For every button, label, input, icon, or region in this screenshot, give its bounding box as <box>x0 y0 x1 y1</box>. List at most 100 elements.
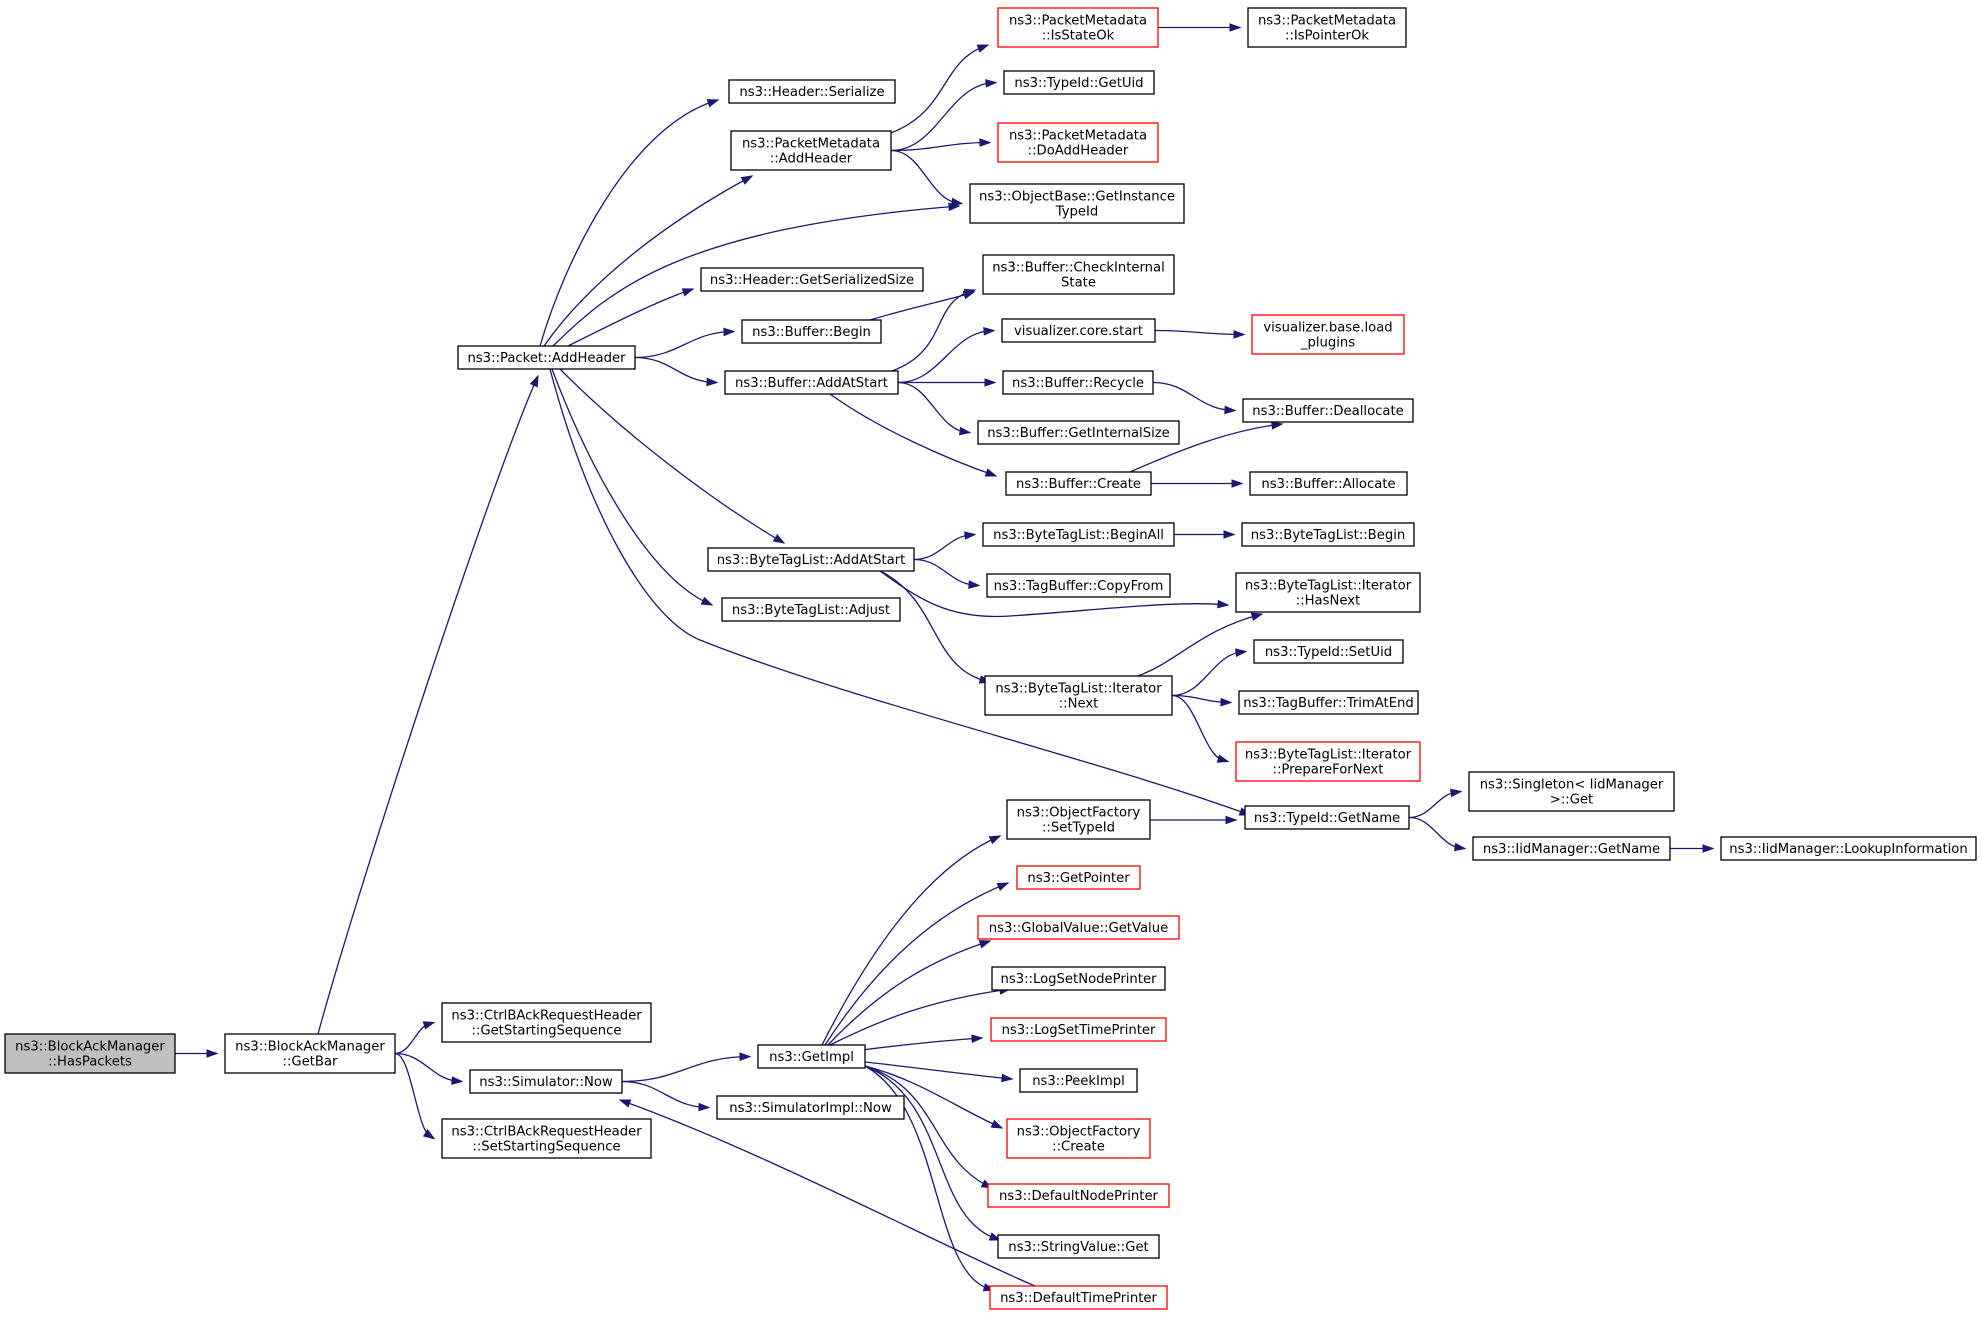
function-node[interactable]: ns3::Buffer::Allocate <box>1249 471 1408 496</box>
function-node[interactable]: ns3::Simulator::Now <box>469 1069 623 1094</box>
node-label: ::AddHeader <box>770 152 853 167</box>
function-node[interactable]: ns3::TypeId::GetUid <box>1003 70 1155 95</box>
node-label: ns3::ByteTagList::Begin <box>1251 528 1405 543</box>
function-node[interactable]: ns3::TagBuffer::TrimAtEnd <box>1238 690 1419 715</box>
node-box <box>700 267 924 292</box>
function-node[interactable]: ns3::Buffer::GetInternalSize <box>977 420 1180 445</box>
function-node[interactable]: ns3::ByteTagList::Adjust <box>721 597 901 622</box>
function-node[interactable]: ns3::GetImpl <box>757 1044 866 1069</box>
function-node[interactable]: ns3::GlobalValue::GetValue <box>977 915 1180 940</box>
edge-line <box>890 141 991 152</box>
edge-arrowhead <box>964 531 977 540</box>
function-node[interactable]: ns3::CtrlBAckRequestHeader::SetStartingS… <box>441 1118 652 1159</box>
function-node[interactable]: ns3::Packet::AddHeader <box>457 345 636 370</box>
edge-arrowhead <box>950 197 964 207</box>
function-node[interactable]: ns3::Buffer::Recycle <box>1002 370 1154 395</box>
function-node[interactable]: ns3::TypeId::GetName <box>1244 805 1410 830</box>
call-edge <box>1137 612 1264 677</box>
edge-line <box>1154 329 1245 336</box>
node-box <box>1019 1068 1138 1093</box>
function-node[interactable]: ns3::LogSetTimePrinter <box>990 1017 1167 1042</box>
node-label: ::DoAddHeader <box>1028 144 1129 159</box>
function-node[interactable]: ns3::PacketMetadata::AddHeader <box>730 130 892 171</box>
function-node[interactable]: ns3::ByteTagList::Iterator::Next <box>984 675 1173 716</box>
edge-line <box>829 988 1011 1046</box>
call-edge <box>1670 844 1715 853</box>
function-node[interactable]: ns3::TagBuffer::CopyFrom <box>986 573 1171 598</box>
function-node[interactable]: visualizer.core.start <box>1001 318 1156 343</box>
edge-arrowhead <box>1220 697 1233 707</box>
call-edge <box>1171 694 1230 763</box>
node-box <box>1468 771 1675 812</box>
edge-line <box>1137 613 1263 677</box>
function-node[interactable]: ns3::CtrlBAckRequestHeader::GetStartingS… <box>441 1002 652 1043</box>
node-box <box>721 597 901 622</box>
call-edge <box>913 558 981 589</box>
call-edge <box>869 291 976 321</box>
node-label: visualizer.base.load <box>1263 321 1392 336</box>
edge-arrowhead <box>996 882 1010 891</box>
function-node[interactable]: ns3::LogSetNodePrinter <box>991 966 1166 991</box>
function-node[interactable]: ns3::ByteTagList::AddAtStart <box>707 547 915 572</box>
edge-line <box>879 570 991 683</box>
node-label: ns3::ObjectFactory <box>1017 1125 1141 1140</box>
node-box <box>1247 7 1407 48</box>
call-edge <box>394 1052 464 1085</box>
node-box <box>982 254 1175 295</box>
call-edge <box>567 288 695 347</box>
function-node[interactable]: ns3::Buffer::Create <box>1005 471 1152 496</box>
function-node[interactable]: ns3::DefaultTimePrinter <box>989 1285 1168 1310</box>
node-label: ns3::CtrlBAckRequestHeader <box>451 1009 642 1024</box>
function-node[interactable]: ns3::ByteTagList::Iterator::PrepareForNe… <box>1235 741 1421 782</box>
function-node[interactable]: ns3::ByteTagList::Begin <box>1241 522 1415 547</box>
function-node[interactable]: visualizer.base.load_plugins <box>1251 314 1405 355</box>
call-edge <box>394 1021 436 1055</box>
node-box <box>1235 741 1421 782</box>
function-node[interactable]: ns3::PacketMetadata::DoAddHeader <box>997 122 1159 163</box>
node-label: ns3::Buffer::CheckInternal <box>992 261 1165 276</box>
call-edge <box>890 44 990 134</box>
edge-line <box>864 1065 995 1291</box>
function-node[interactable]: ns3::IidManager::LookupInformation <box>1720 836 1977 861</box>
call-edge <box>618 1099 1036 1287</box>
function-node[interactable]: ns3::PacketMetadata::IsPointerOk <box>1247 7 1407 48</box>
function-node[interactable]: ns3::BlockAckManager::HasPackets <box>4 1033 176 1074</box>
node-label: ::IsStateOk <box>1042 29 1115 44</box>
node-label: ::GetStartingSequence <box>471 1024 621 1039</box>
function-node[interactable]: ns3::ObjectFactory::SetTypeId <box>1006 799 1151 840</box>
node-label: ns3::GetPointer <box>1027 871 1130 886</box>
edge-arrowhead <box>706 99 720 108</box>
function-node[interactable]: ns3::Singleton< IidManager >::Get <box>1468 771 1675 812</box>
function-node[interactable]: ns3::PacketMetadata::IsStateOk <box>997 7 1159 48</box>
function-node[interactable]: ns3::GetPointer <box>1016 865 1141 890</box>
node-label: ns3::Buffer::Allocate <box>1261 477 1395 492</box>
function-node[interactable]: ns3::Buffer::AddAtStart <box>724 370 899 395</box>
function-node[interactable]: ns3::ByteTagList::Iterator::HasNext <box>1235 572 1421 613</box>
function-node[interactable]: ns3::Buffer::Begin <box>741 319 882 344</box>
node-label: ns3::Buffer::Deallocate <box>1252 404 1404 419</box>
function-node[interactable]: ns3::IidManager::GetName <box>1472 836 1671 861</box>
function-node[interactable]: ns3::Header::GetSerializedSize <box>700 267 924 292</box>
edge-arrowhead <box>1217 599 1230 609</box>
function-node[interactable]: ns3::ObjectFactory::Create <box>1006 1118 1151 1159</box>
function-node[interactable]: ns3::TypeId::SetUid <box>1253 639 1404 664</box>
function-node[interactable]: ns3::StringValue::Get <box>997 1234 1160 1259</box>
call-edge <box>634 356 719 387</box>
function-node[interactable]: ns3::PeekImpl <box>1019 1068 1138 1093</box>
edge-arrowhead <box>1225 815 1238 825</box>
edge-arrowhead <box>1223 530 1236 539</box>
function-node[interactable]: ns3::SimulatorImpl::Now <box>716 1095 905 1120</box>
edge-line <box>619 1099 1036 1287</box>
node-box <box>997 1234 1160 1259</box>
edge-line <box>1171 694 1229 763</box>
node-label: ns3::Simulator::Now <box>479 1075 613 1090</box>
function-node[interactable]: ns3::ByteTagList::BeginAll <box>982 522 1175 547</box>
function-node[interactable]: ns3::Header::Serialize <box>728 79 896 104</box>
function-node[interactable]: ns3::Buffer::Deallocate <box>1242 398 1414 423</box>
function-node[interactable]: ns3::BlockAckManager::GetBar <box>224 1033 396 1074</box>
node-label: ::SetTypeId <box>1042 821 1115 836</box>
node-box <box>469 1069 623 1094</box>
function-node[interactable]: ns3::DefaultNodePrinter <box>987 1183 1170 1208</box>
